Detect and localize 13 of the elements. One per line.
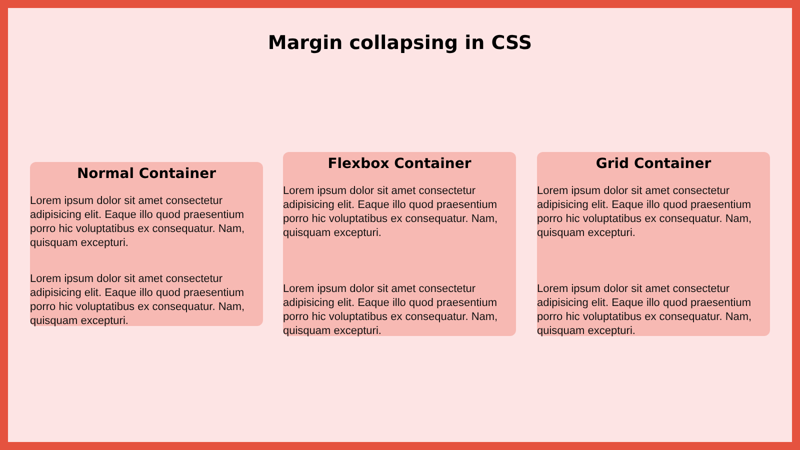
container-heading: Normal Container [76, 165, 218, 184]
container-card [283, 152, 516, 336]
container-card [30, 162, 263, 326]
paragraph: Lorem ipsum dolor sit amet consectetur adipisicing elit. Eaque illo quod praesentium porro hic voluptatibus ex consequatur. Nam, quisquam excepturi. [283, 282, 499, 338]
paragraph: Lorem ipsum dolor sit amet consectetur adipisicing elit. Eaque illo quod praesentium porro hic voluptatibus ex consequatur. Nam, quisquam excepturi. [537, 282, 753, 338]
paragraph: Lorem ipsum dolor sit amet consectetur adipisicing elit. Eaque illo quod praesentium porro hic voluptatibus ex consequatur. Nam, quisquam excepturi. [30, 194, 246, 250]
page-title: Margin collapsing in CSS [266, 32, 534, 54]
paragraph: Lorem ipsum dolor sit amet consectetur adipisicing elit. Eaque illo quod praesentium porro hic voluptatibus ex consequatur. Nam, quisquam excepturi. [537, 184, 753, 240]
paragraph: Lorem ipsum dolor sit amet consectetur adipisicing elit. Eaque illo quod praesentium porro hic voluptatibus ex consequatur. Nam, quisquam excepturi. [283, 184, 499, 240]
paragraph: Lorem ipsum dolor sit amet consectetur adipisicing elit. Eaque illo quod praesentium porro hic voluptatibus ex consequatur. Nam, quisquam excepturi. [30, 272, 246, 328]
container-card [537, 152, 770, 336]
container-heading: Grid Container [594, 155, 712, 174]
container-heading: Flexbox Container [326, 155, 472, 174]
